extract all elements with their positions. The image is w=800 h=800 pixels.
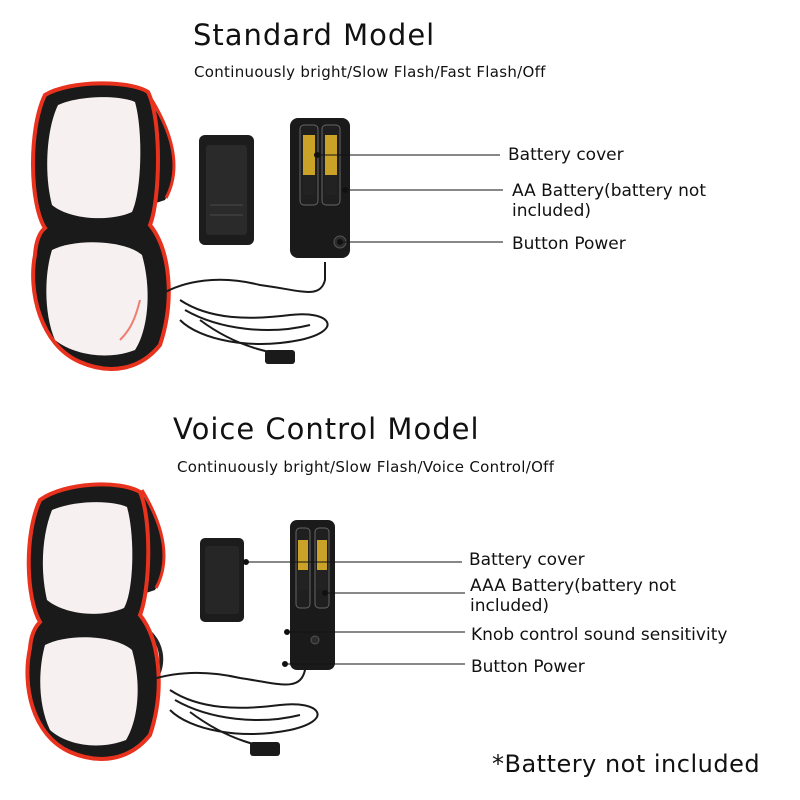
voice-aaa-battery-label: AAA Battery(battery not included) [470,576,677,616]
standard-aa-battery-label: AA Battery(battery not included) [512,181,706,221]
standard-connector-image [265,350,295,364]
voice-model-title: Voice Control Model [173,412,480,446]
standard-model-title: Standard Model [193,18,436,52]
voice-connector-image [250,742,280,756]
standard-leader-lines [314,152,503,245]
standard-model-subtitle: Continuously bright/Slow Flash/Fast Flas… [194,63,546,81]
voice-knob-sensitivity-label: Knob control sound sensitivity [471,625,728,645]
voice-cable-image [149,660,319,749]
standard-battery-cover-label: Battery cover [508,145,624,165]
voice-button-power-label: Button Power [471,657,585,677]
voice-battery-cover-label: Battery cover [469,550,585,570]
voice-model-subtitle: Continuously bright/Slow Flash/Voice Con… [177,458,555,476]
voice-leader-lines [243,559,465,667]
voice-battery-cover-image [200,538,244,622]
standard-button-power-label: Button Power [512,234,626,254]
voice-battery-box-image [290,520,335,670]
standard-battery-cover-image [199,135,254,245]
standard-glasses-image [31,81,176,371]
standard-battery-box-image [290,118,350,258]
battery-not-included-note: *Battery not included [492,750,761,778]
voice-glasses-image [25,482,166,761]
standard-cable-image [159,262,329,356]
